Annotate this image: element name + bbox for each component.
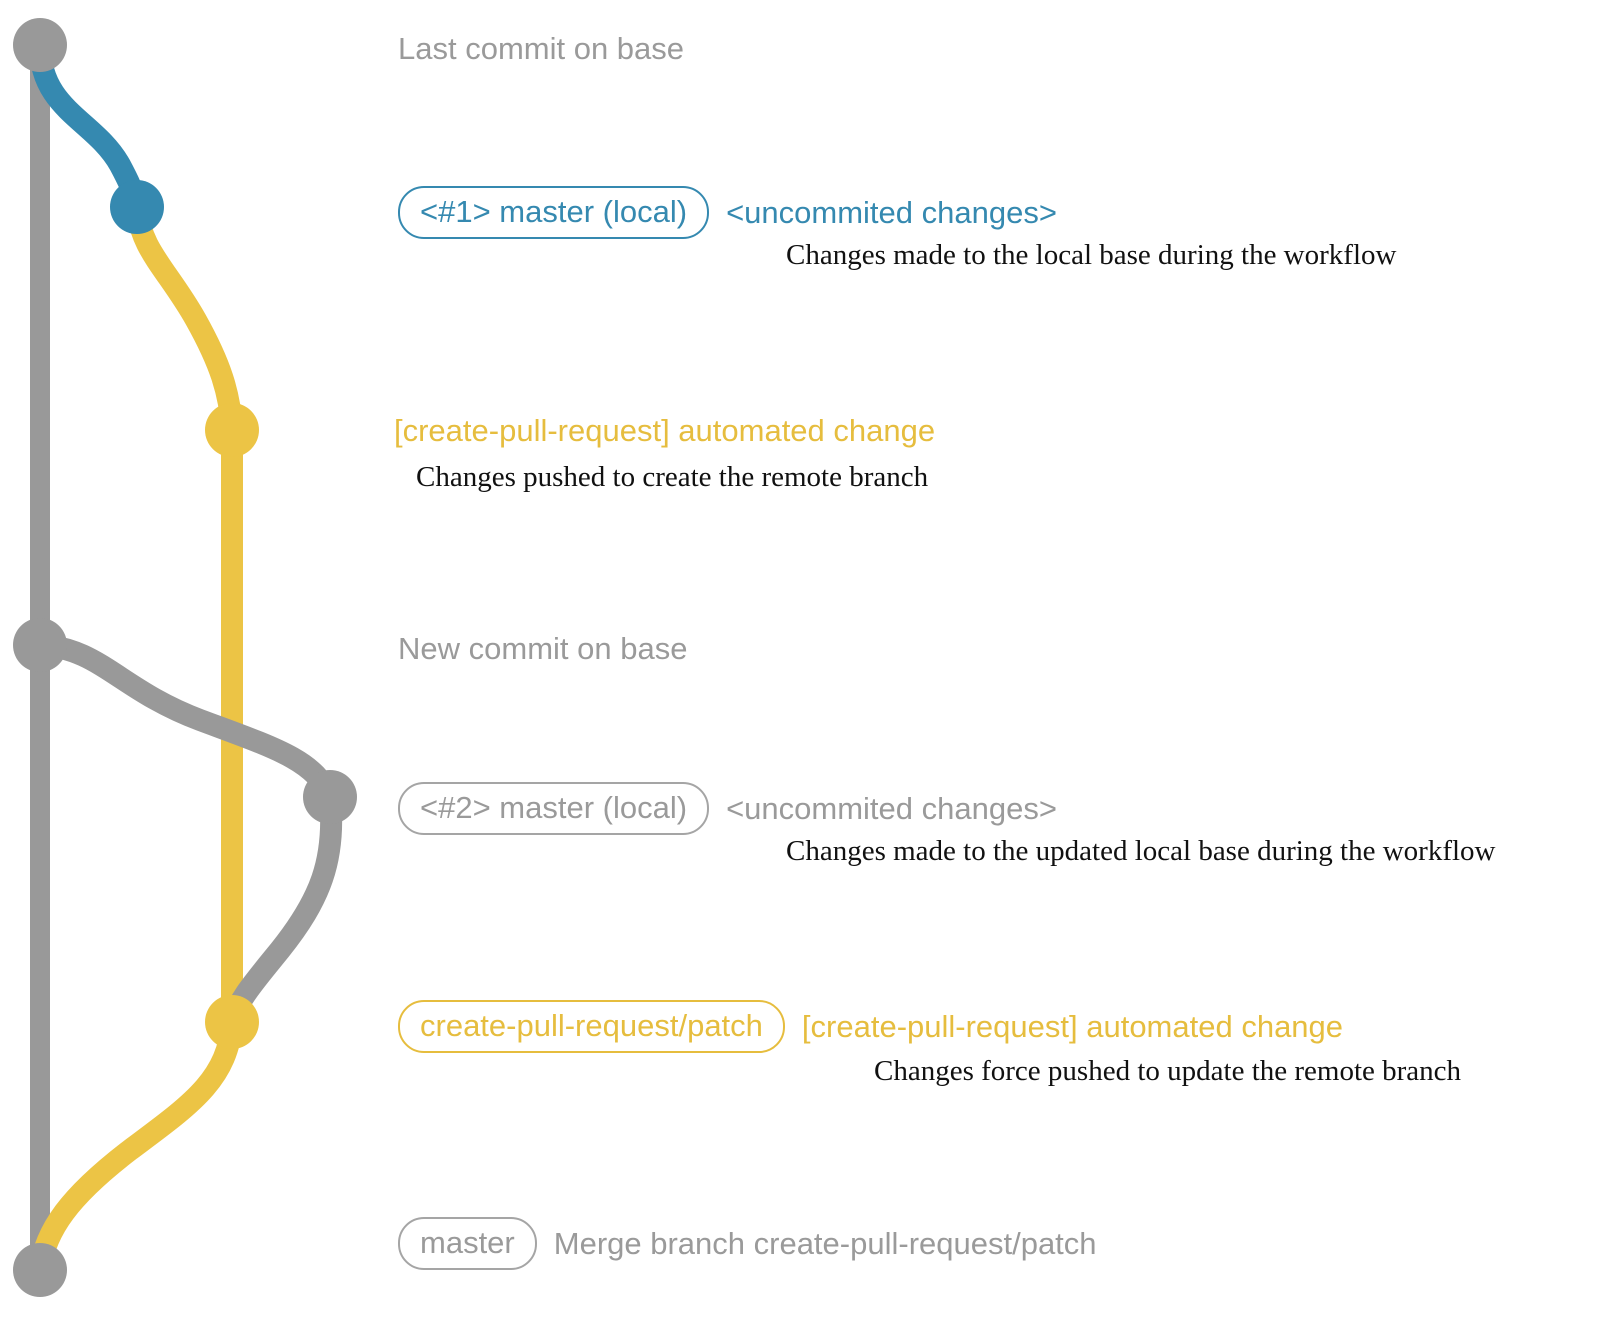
headline-master-local-2: <uncommited changes> <box>726 791 1057 826</box>
edge-patch2-to-merge <box>29 1011 243 1281</box>
headline-automated-change-1: [create-pull-request] automated change <box>394 413 936 448</box>
commit-node-patch-2[interactable] <box>205 995 259 1049</box>
branch-pill-create-pull-request-patch[interactable]: create-pull-request/patch <box>398 1000 785 1053</box>
commit-node-local-1[interactable] <box>110 180 164 234</box>
description-master-local-2: Changes made to the updated local base d… <box>786 835 1496 867</box>
annotation-last-commit-on-base: Last commit on base <box>398 31 684 67</box>
commit-graph-svg <box>13 18 357 1297</box>
edge-base-to-local1 <box>29 34 148 218</box>
headline-new-commit-on-base: New commit on base <box>398 631 688 666</box>
description-master-local-1: Changes made to the local base during th… <box>786 239 1397 271</box>
branch-pill-master-local-1[interactable]: <#1> master (local) <box>398 186 710 239</box>
commit-node-base-top[interactable] <box>13 18 67 72</box>
commit-node-merge[interactable] <box>13 1243 67 1297</box>
annotation-merge-commit: master Merge branch create-pull-request/… <box>398 1217 1097 1270</box>
edge-local1-to-patch1 <box>126 196 243 441</box>
annotation-master-local-1: <#1> master (local) <uncommited changes> <box>398 186 1057 239</box>
annotation-master-local-2: <#2> master (local) <uncommited changes> <box>398 782 1057 835</box>
description-automated-change-1: Changes pushed to create the remote bran… <box>416 461 929 493</box>
annotation-automated-change-2: create-pull-request/patch [create-pull-r… <box>398 1000 1343 1053</box>
commit-graph <box>0 0 400 1344</box>
branch-pill-master[interactable]: master <box>398 1217 537 1270</box>
description-automated-change-2: Changes force pushed to update the remot… <box>874 1055 1462 1087</box>
branch-pill-master-local-2[interactable]: <#2> master (local) <box>398 782 710 835</box>
edge-basenew-to-local2 <box>29 634 341 808</box>
commit-node-base-new[interactable] <box>13 618 67 672</box>
edge-local2-to-patch2 <box>221 786 343 1033</box>
commit-node-patch-1[interactable] <box>205 403 259 457</box>
headline-master-local-1: <uncommited changes> <box>726 195 1057 230</box>
headline-last-commit-on-base: Last commit on base <box>398 31 685 66</box>
headline-automated-change-2: [create-pull-request] automated change <box>801 1009 1344 1044</box>
commit-node-local-2[interactable] <box>303 770 357 824</box>
headline-merge-commit: Merge branch create-pull-request/patch <box>553 1226 1097 1261</box>
annotation-automated-change-1: [create-pull-request] automated change <box>394 413 935 449</box>
annotation-new-commit-on-base: New commit on base <box>398 631 687 667</box>
